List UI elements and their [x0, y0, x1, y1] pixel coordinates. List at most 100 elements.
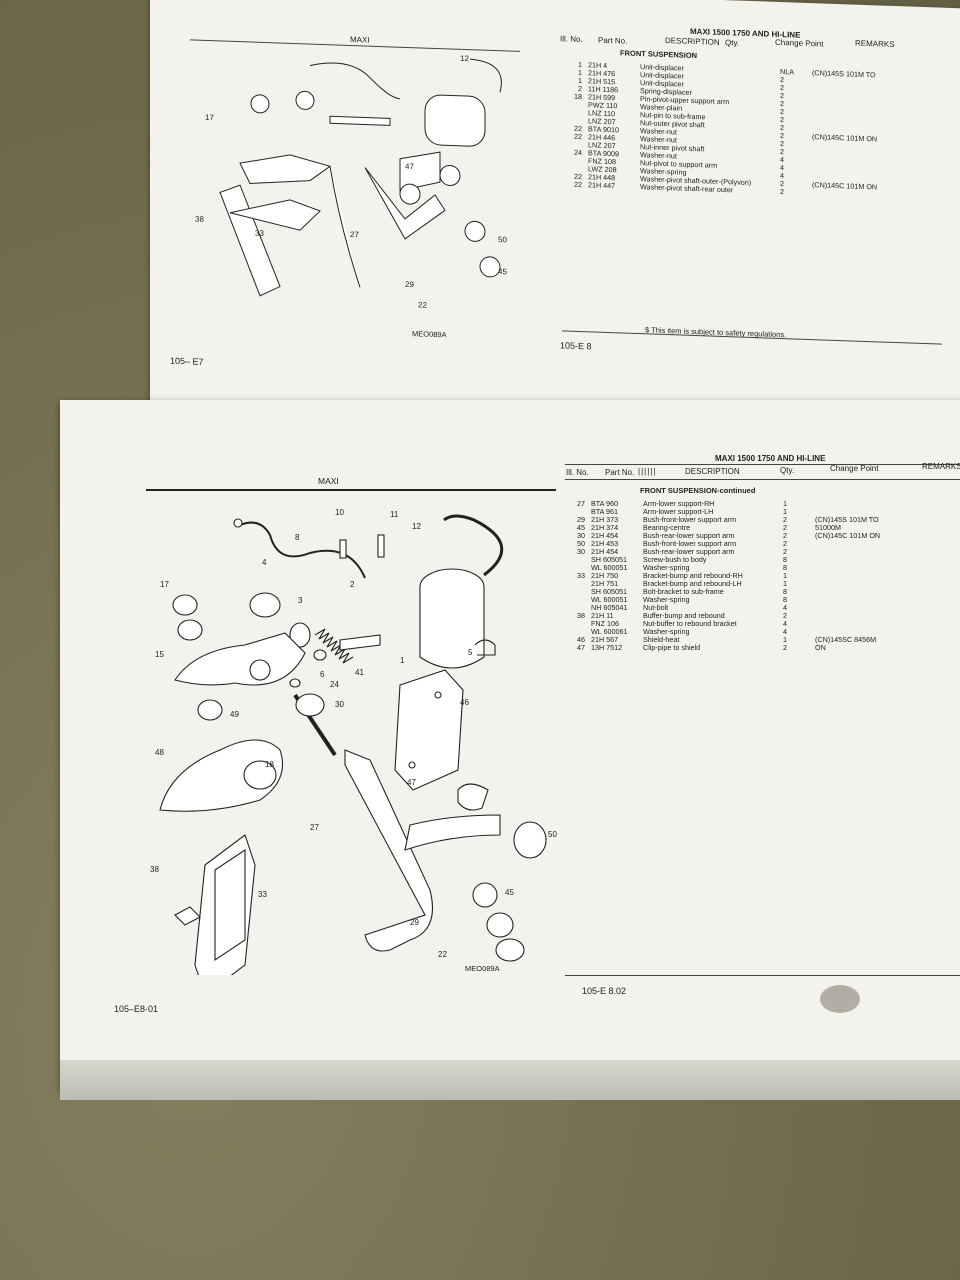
parts-row-ill — [562, 100, 582, 101]
bottom-callout-11: 11 — [390, 510, 399, 519]
parts-row-desc: Nut-buffer to rebound bracket — [643, 619, 737, 628]
bottom-col-remarks: REMARKS — [922, 462, 960, 471]
bottom-exploded-diagram: 10 11 12 8 4 17 2 3 15 41 6 24 49 30 46 … — [150, 508, 557, 975]
bottom-header-rule — [565, 479, 960, 480]
parts-row-part: WL 600061 — [591, 627, 628, 636]
parts-row-desc: Bolt-bracket to sub-frame — [643, 587, 724, 596]
parts-row-part: 21H 454 — [591, 547, 619, 556]
bottom-callout-38: 38 — [150, 865, 159, 874]
parts-row: WL 600051 Washer-spring 8 — [565, 596, 960, 604]
parts-row-desc: Washer-spring — [643, 595, 690, 604]
parts-row-desc: Washer-pivot shaft-rear outer — [640, 182, 734, 195]
parts-row-part: WL 600051 — [591, 563, 628, 572]
parts-row-qty: 1 — [783, 499, 787, 508]
parts-row-qty: 2 — [783, 539, 787, 548]
bottom-callout-17: 17 — [160, 580, 169, 589]
top-callout-22: 22 — [418, 300, 427, 309]
bottom-callout-22: 22 — [438, 950, 447, 959]
parts-row-ill: 45 — [577, 523, 585, 532]
parts-row-ill: 29 — [577, 515, 585, 524]
bottom-left-header: MAXI — [318, 476, 339, 486]
parts-row-part: WL 600051 — [591, 595, 628, 604]
parts-row-desc: Screw-bush to body — [643, 555, 707, 564]
bottom-callout-4: 4 — [262, 558, 267, 567]
bottom-col-ill: Ill. No. — [566, 468, 589, 477]
parts-row-ill: 46 — [577, 635, 585, 644]
bottom-callout-24: 24 — [330, 680, 339, 689]
parts-row: FNZ 106 Nut-buffer to rebound bracket 4 — [565, 620, 960, 628]
parts-row-part: FNZ 106 — [591, 619, 619, 628]
bottom-callout-41: 41 — [355, 668, 364, 677]
parts-row-desc: Bush-front-lower support arm — [643, 539, 737, 548]
parts-row-ill — [562, 108, 582, 109]
parts-row-desc: Arm-lower support-RH — [643, 499, 715, 508]
parts-row-cp: (CN)145SC 8456M — [815, 635, 877, 644]
parts-row-part: BTA 961 — [591, 507, 619, 516]
top-left-header: MAXI — [350, 34, 370, 45]
bottom-callout-3: 3 — [298, 596, 303, 605]
parts-row-desc: Buffer-bump and rebound — [643, 611, 725, 620]
top-callout-17: 17 — [205, 113, 214, 122]
parts-row-qty: 4 — [783, 627, 787, 636]
parts-row-ill: 30 — [577, 547, 585, 556]
parts-row-qty: 8 — [783, 555, 787, 564]
parts-row-ill: 38 — [577, 611, 585, 620]
bottom-col-part: Part No. — [605, 468, 635, 477]
top-left-page-number: 105– E7 — [170, 355, 204, 367]
bottom-callout-33: 33 — [258, 890, 267, 899]
top-section-title: FRONT SUSPENSION — [620, 48, 698, 61]
parts-row-qty: 8 — [783, 563, 787, 572]
bottom-col-qty: Qty. — [780, 466, 795, 475]
page-edge-shadow — [60, 1060, 960, 1100]
parts-row-desc: Bush-front-lower support arm — [643, 515, 737, 524]
top-col-part: Part No. — [598, 35, 628, 46]
parts-row-cp: (CN)145C 101M ON — [815, 531, 881, 540]
parts-row-part: NH 605041 — [591, 603, 628, 612]
parts-row-part: 21H 373 — [591, 515, 619, 524]
bottom-callout-6: 6 — [320, 670, 325, 679]
parts-row-part: 21H 447 — [588, 180, 616, 191]
parts-row-desc: Nut-bolt — [643, 603, 669, 612]
parts-row-qty: 4 — [783, 619, 787, 628]
parts-row-qty: 8 — [783, 595, 787, 604]
parts-row-part: 21H 751 — [591, 579, 619, 588]
parts-row-qty: 1 — [783, 571, 787, 580]
bottom-callout-1: 1 — [400, 656, 405, 665]
bottom-callout-18: 18 — [265, 760, 274, 769]
top-col-desc: DESCRIPTION — [665, 35, 720, 47]
parts-row-qty: 2 — [783, 531, 787, 540]
parts-row-qty: 2 — [780, 187, 784, 197]
parts-row-part: BTA 960 — [591, 499, 619, 508]
parts-row-desc: Washer-spring — [643, 627, 690, 636]
top-callout-33: 33 — [255, 229, 264, 238]
parts-row-ill: 30 — [577, 531, 585, 540]
top-callout-47: 47 — [405, 162, 414, 171]
top-callout-50: 50 — [498, 235, 507, 244]
bottom-section-title: FRONT SUSPENSION-continued — [640, 486, 756, 495]
paper-stain — [820, 985, 860, 1013]
bottom-title-rule — [565, 464, 960, 465]
parts-row-desc: Shield-heat — [643, 635, 680, 644]
parts-row-desc: Bush-rear-lower support arm — [643, 531, 735, 540]
bottom-callout-5: 5 — [468, 648, 473, 657]
parts-row-desc: Bracket-bump and rebound-LH — [643, 579, 742, 588]
bottom-col-change: Change Point — [830, 464, 879, 473]
bottom-left-page-number: 105–E8·01 — [114, 1004, 159, 1014]
parts-row-part: SH 605051 — [591, 587, 627, 596]
parts-row-desc: Bracket-bump and rebound-RH — [643, 571, 743, 580]
top-figure-code: MEO089A — [412, 329, 447, 340]
bottom-callout-45: 45 — [505, 888, 514, 897]
